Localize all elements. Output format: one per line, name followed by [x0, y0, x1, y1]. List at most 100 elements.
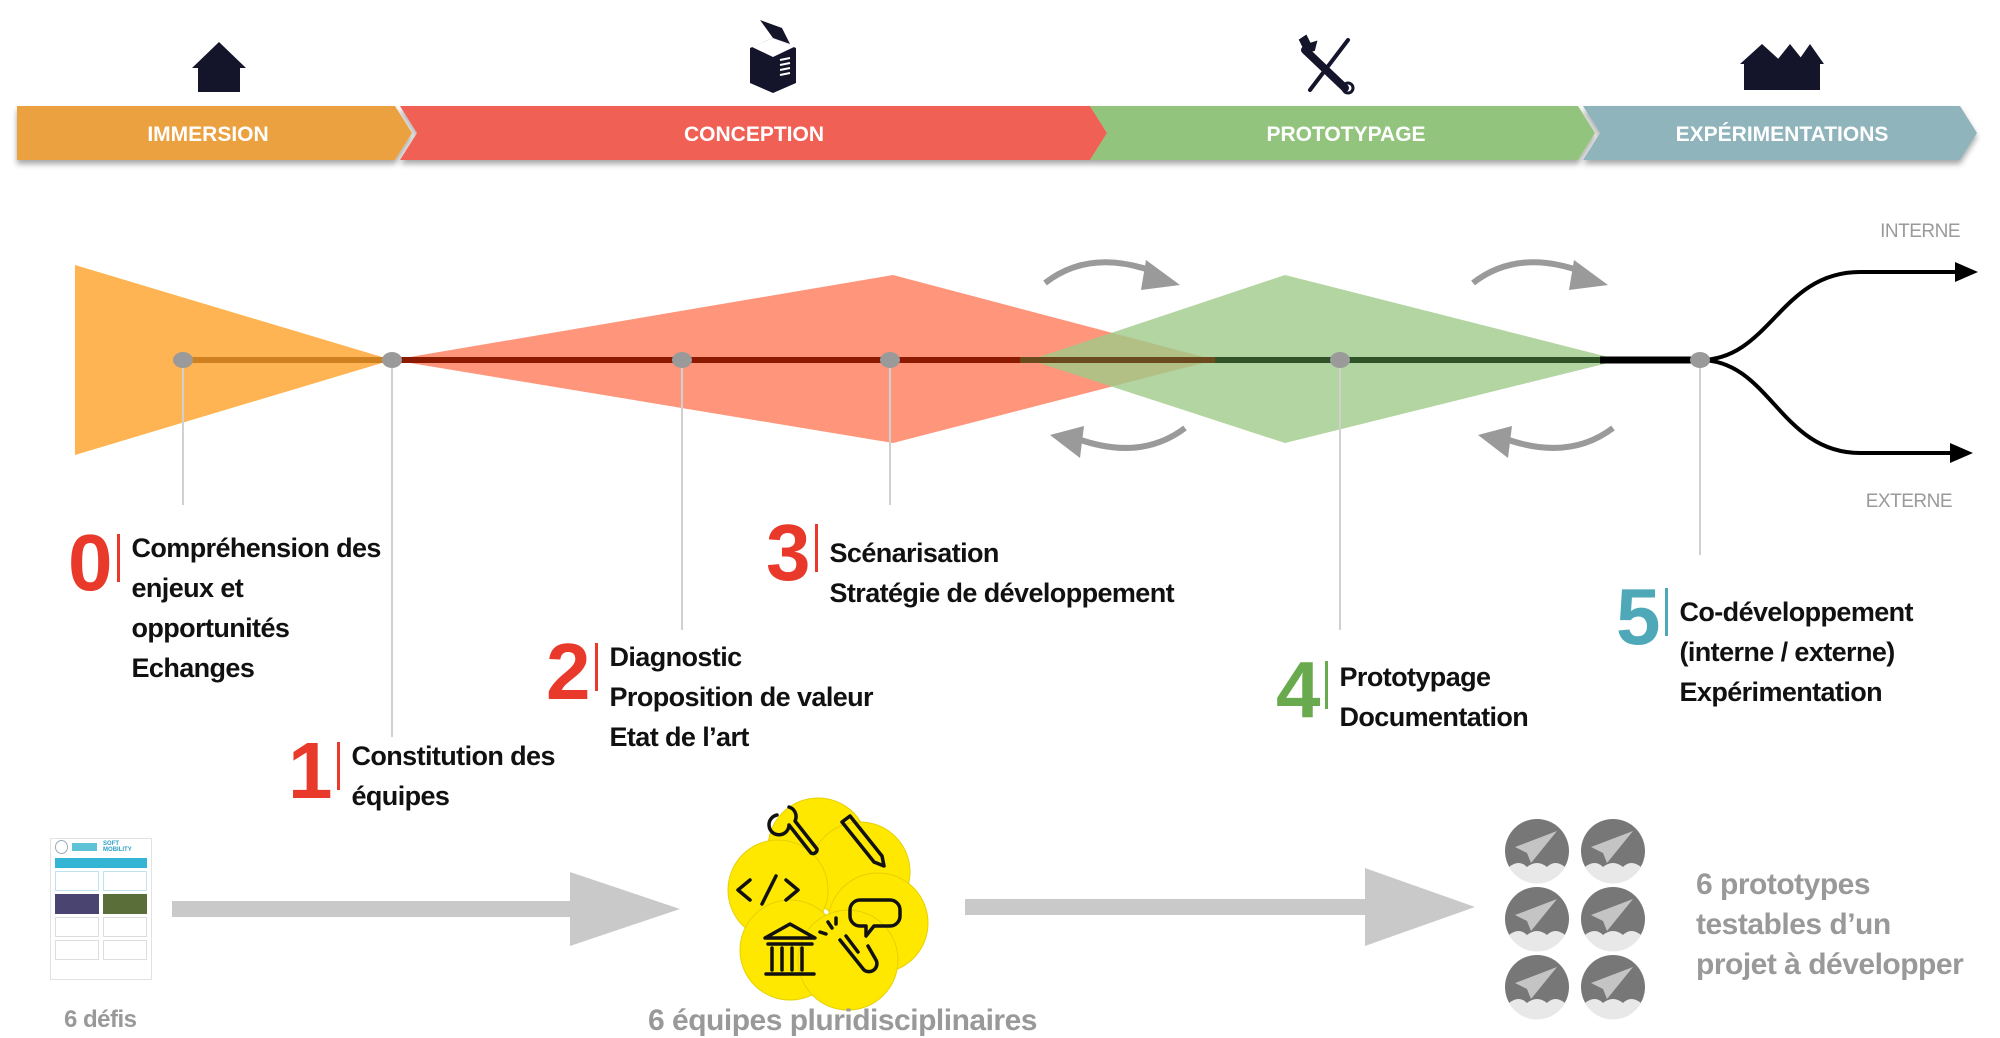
branch-external-arrowhead — [1950, 443, 1973, 463]
branch-external — [1699, 358, 1955, 455]
poster-logo — [55, 840, 69, 854]
open-box-icon — [750, 20, 796, 93]
step-text: Etat de l’art — [609, 722, 750, 752]
challenges-caption: 6 défis — [64, 1006, 137, 1033]
poster-block — [103, 940, 147, 960]
step-text: (interne / externe) — [1679, 637, 1896, 667]
challenge-poster-thumbnail: SOFT MOBILITY — [50, 838, 152, 980]
step-number: 0 — [68, 518, 112, 607]
paper-plane-icon — [1581, 819, 1645, 884]
paper-plane-icon — [1505, 819, 1569, 884]
poster-block — [55, 940, 99, 960]
phase-conception — [400, 106, 1107, 160]
loop-arrowhead — [1569, 260, 1608, 290]
step-number: 5 — [1616, 572, 1660, 661]
step-text: Scénarisation — [829, 538, 1000, 568]
houses-icon — [1740, 44, 1824, 90]
flow-arrow-2 — [965, 868, 1475, 946]
paper-plane-icon — [1581, 887, 1645, 952]
milestone-dot-4 — [1330, 352, 1350, 368]
step-text: Prototypage — [1339, 662, 1492, 692]
step-number: 1 — [288, 726, 332, 815]
phase-label-prototypage: PROTOTYPAGE — [1266, 123, 1425, 146]
step-text: Proposition de valeur — [609, 682, 874, 712]
branch-label-external: EXTERNE — [1866, 491, 1952, 512]
step-text: Expérimentation — [1679, 677, 1883, 707]
phase-label-conception: CONCEPTION — [684, 123, 824, 146]
step-1: 1 Constitution des équipes — [288, 726, 556, 816]
milestone-dot-1 — [382, 352, 402, 368]
chat-bubble-icon — [848, 898, 902, 938]
prototypes-caption-line: 6 prototypes — [1696, 868, 1871, 901]
loop-arrowhead — [1141, 260, 1180, 290]
step-0: 0 Compréhension des enjeux et opportunités… — [68, 518, 382, 688]
prototypes-caption-line: projet à développer — [1696, 948, 1964, 981]
step-divider — [814, 524, 818, 572]
institution-icon — [763, 922, 817, 976]
poster-block — [55, 917, 99, 937]
house-icon — [192, 42, 246, 92]
milestone-dot-2 — [672, 352, 692, 368]
poster-image — [55, 894, 99, 914]
poster-block — [103, 917, 147, 937]
hand-tap-icon — [818, 916, 879, 974]
loop-arrowhead — [1050, 426, 1084, 458]
step-5: 5 Co-développement (interne / externe) Exp… — [1616, 572, 1914, 712]
step-divider — [1324, 661, 1328, 709]
loop-arrow-forward — [1471, 259, 1585, 286]
flow-arrow-1 — [172, 872, 680, 946]
step-text: Diagnostic — [609, 642, 743, 672]
phase-immersion — [17, 106, 412, 160]
teams-caption: 6 équipes pluridisciplinaires — [648, 1004, 1037, 1037]
step-text: opportunités — [131, 613, 290, 643]
paper-plane-icon — [1505, 887, 1569, 952]
step-divider — [1664, 588, 1668, 636]
pencil-icon — [840, 814, 886, 868]
step-text: Stratégie de développement — [829, 578, 1175, 608]
milestone-dot-5 — [1690, 352, 1710, 368]
phase-label-immersion: IMMERSION — [147, 123, 268, 146]
loop-arrow-back — [1501, 425, 1615, 451]
paper-plane-icon — [1505, 955, 1569, 1020]
step-number: 2 — [546, 627, 590, 716]
phase-prototypage — [1090, 106, 1595, 160]
step-divider — [336, 742, 340, 790]
milestone-dot-3 — [880, 352, 900, 368]
loop-arrow-back — [1073, 425, 1187, 451]
step-text: enjeux et — [131, 573, 244, 603]
step-text: Constitution des — [351, 741, 556, 771]
poster-block — [55, 871, 99, 891]
step-number: 4 — [1276, 645, 1320, 734]
step-number: 3 — [766, 508, 810, 597]
poster-banner — [55, 858, 147, 868]
code-icon — [736, 874, 800, 906]
wrench-icon — [767, 805, 819, 856]
loop-arrow-forward — [1043, 259, 1157, 286]
step-divider — [116, 534, 120, 582]
step-text: Documentation — [1339, 702, 1529, 732]
branch-internal — [1699, 270, 1960, 362]
branch-internal-arrowhead — [1955, 262, 1978, 282]
step-text: équipes — [351, 781, 450, 811]
tools-icon — [1298, 34, 1355, 95]
step-divider — [594, 643, 598, 691]
poster-title: SOFT MOBILITY — [103, 841, 132, 853]
phase-label-experimentations: EXPÉRIMENTATIONS — [1676, 123, 1889, 146]
poster-tag — [72, 843, 98, 851]
poster-block — [103, 871, 147, 891]
poster-image — [103, 894, 147, 914]
branch-label-internal: INTERNE — [1880, 221, 1960, 242]
milestone-dot-0 — [173, 352, 193, 368]
prototypes-caption: 6 prototypes testables d’un projet à dév… — [1696, 865, 1964, 985]
teams-cluster — [727, 797, 929, 1011]
prototypes-grid — [1505, 819, 1645, 1020]
step-text: Compréhension des — [131, 533, 382, 563]
phase-experimentations — [1583, 106, 1977, 160]
step-text: Echanges — [131, 653, 255, 683]
paper-plane-icon — [1581, 955, 1645, 1020]
step-text: Co-développement — [1679, 597, 1914, 627]
